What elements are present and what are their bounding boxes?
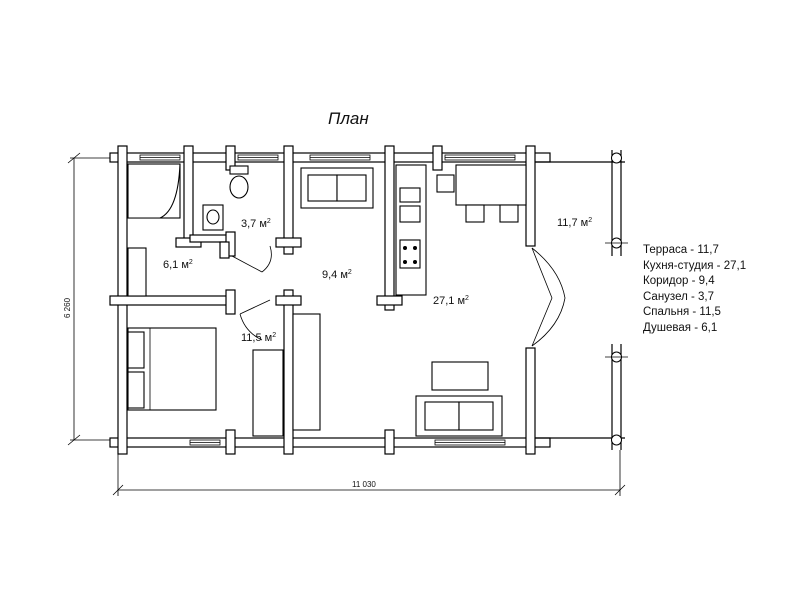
legend-item-bedroom: Спальня - 11,5 (643, 306, 721, 319)
room-area-terrace: 11,7 м2 (557, 217, 592, 229)
room-area-bath: 3,7 м2 (241, 218, 271, 230)
shower-cabin (127, 163, 181, 219)
depth-dimension-label: 6 260 (63, 297, 72, 318)
length-dimension: 11 030 (112, 450, 626, 496)
doors (231, 245, 566, 347)
legend-item-terrace: Терраса - 11,7 (643, 244, 719, 256)
shower-bench (127, 247, 147, 297)
legend-item-corridor: Коридор - 9,4 (643, 275, 715, 288)
sofa-bottom (415, 395, 503, 437)
depth-dimension: 6 260 (63, 152, 112, 446)
kitchen-counter (395, 164, 427, 296)
bed (127, 327, 217, 411)
legend-item-kitchen: Кухня-студия - 27,1 (643, 259, 747, 272)
wardrobe (252, 349, 284, 437)
plan-title: План (328, 109, 369, 128)
legend-item-bath: Санузел - 3,7 (643, 290, 715, 303)
toilet (229, 165, 249, 199)
windows (139, 154, 516, 446)
room-area-kitchen: 27,1 м2 (433, 295, 469, 307)
terrace (535, 150, 628, 450)
room-area-bedroom: 11,5 м2 (241, 332, 276, 344)
area-legend: Терраса - 11,7 Кухня-студия - 27,1 Корид… (643, 243, 746, 337)
coffee-table (431, 361, 489, 391)
room-area-corridor: 9,4 м2 (322, 269, 352, 281)
dining-table (436, 164, 527, 223)
length-dimension-label: 11 030 (352, 480, 376, 489)
room-area-shower: 6,1 м2 (163, 259, 193, 271)
sofa-top (300, 167, 374, 209)
legend-item-shower: Душевая - 6,1 (643, 321, 718, 334)
tv-cabinet (292, 313, 321, 431)
washbasin (202, 204, 224, 231)
